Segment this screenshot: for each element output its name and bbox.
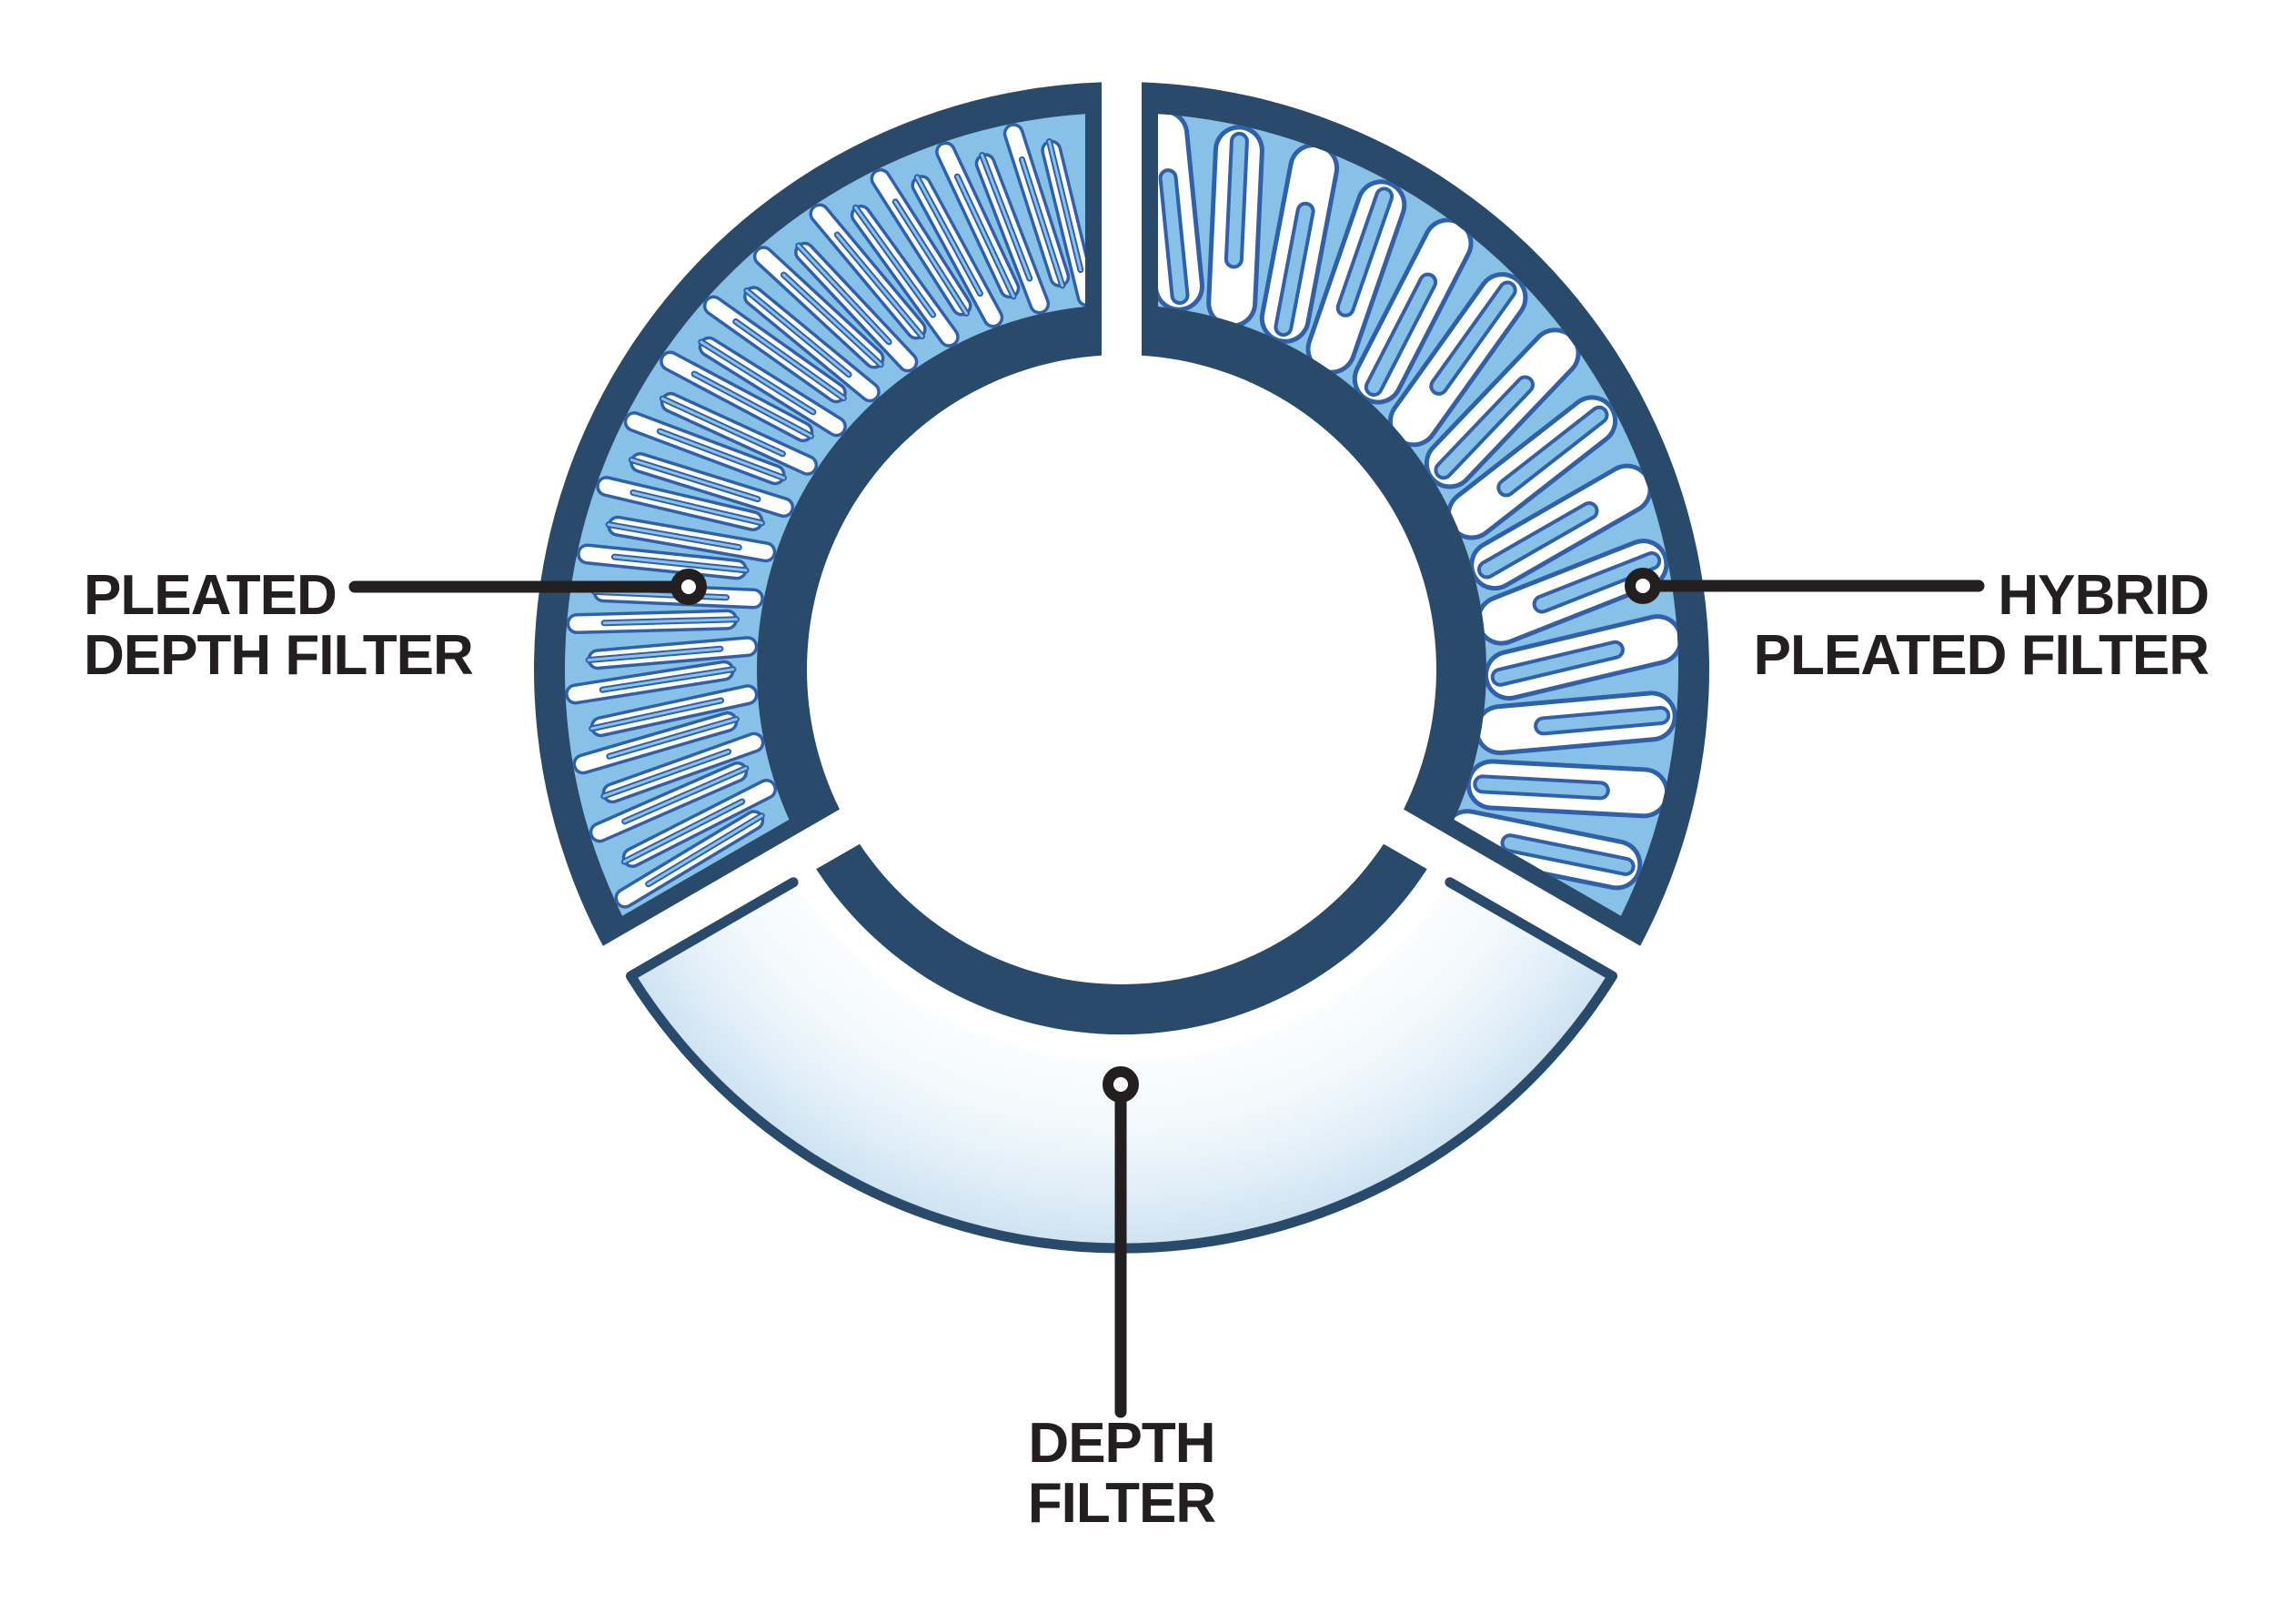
pleat-stroke (660, 397, 784, 456)
pleat-stroke (1481, 505, 1596, 576)
pleat-stroke (612, 555, 748, 572)
label-line: PLEATED FILTER (1753, 624, 2210, 687)
pleat-stroke (1437, 378, 1531, 477)
pleat-stroke (854, 206, 935, 317)
pleat-stroke (835, 233, 923, 338)
pleat-stroke (955, 175, 1015, 298)
pleat-stroke (1476, 778, 1606, 797)
pleat-stroke (915, 176, 982, 296)
pleat-stroke (622, 800, 744, 863)
pleat-stroke (590, 699, 723, 731)
pleat-stroke (734, 320, 845, 400)
label-line: FILTER (1027, 1472, 1216, 1535)
pleat-stroke (1433, 284, 1514, 392)
hybrid-pleated-callout-dot (1625, 568, 1661, 604)
callout-lines (348, 568, 1985, 1418)
pleated-depth-callout-dot (670, 569, 707, 605)
pleat-stroke (1339, 190, 1391, 314)
label-line: DEPTH FILTER (84, 624, 474, 687)
pleat-stroke (981, 154, 1032, 280)
depth-media-band (630, 882, 1613, 1249)
pleat-stroke (745, 289, 851, 377)
pleat-stroke (1162, 172, 1186, 302)
pleat-stroke (1227, 135, 1245, 266)
pleat-stroke (647, 814, 763, 886)
pleat-stroke (607, 523, 740, 549)
pleat-stroke (658, 429, 785, 479)
pleat-stroke (631, 491, 763, 525)
pleat-stroke (602, 618, 738, 625)
pleat-stroke (623, 767, 748, 823)
label-line: PLEATED (84, 564, 337, 627)
wide-pleat-pattern (1158, 114, 1679, 891)
pleat-stroke (1500, 408, 1606, 494)
pleated-depth-filter-segment (534, 82, 1102, 946)
depth-callout-dot (1103, 1066, 1139, 1103)
pleat-stroke (782, 273, 882, 367)
pleat-stroke (1504, 837, 1632, 872)
pleat-stroke (692, 372, 813, 438)
pleat-stroke (1537, 710, 1667, 732)
pleat-stroke (797, 244, 891, 344)
pleat-stroke (629, 459, 760, 501)
pleated-depth-filter-label: PLEATED DEPTH FILTER (84, 564, 474, 687)
pleat-stroke (893, 200, 968, 315)
pleat-stroke (1277, 205, 1312, 334)
label-line: HYBRID (1998, 564, 2210, 627)
pleat-stroke (602, 750, 730, 798)
pleat-stroke (1021, 157, 1064, 287)
depth-filter-label: DEPTH FILTER (940, 1414, 1304, 1534)
pleat-stroke (1494, 643, 1621, 683)
hybrid-pleated-filter-segment (1142, 82, 1709, 946)
hybrid-pleated-filter-label: HYBRID PLEATED FILTER (1753, 564, 2210, 687)
inner-core-arc (816, 843, 1427, 1035)
pleat-stroke (1367, 276, 1435, 393)
pleat-stroke (700, 340, 815, 414)
pleat-stroke (600, 668, 735, 691)
label-line: DEPTH (1028, 1412, 1215, 1475)
pleat-stroke (1048, 140, 1083, 272)
pleat-stroke (608, 718, 738, 758)
pleat-stroke (587, 647, 722, 661)
pleat-stroke (1536, 555, 1658, 610)
